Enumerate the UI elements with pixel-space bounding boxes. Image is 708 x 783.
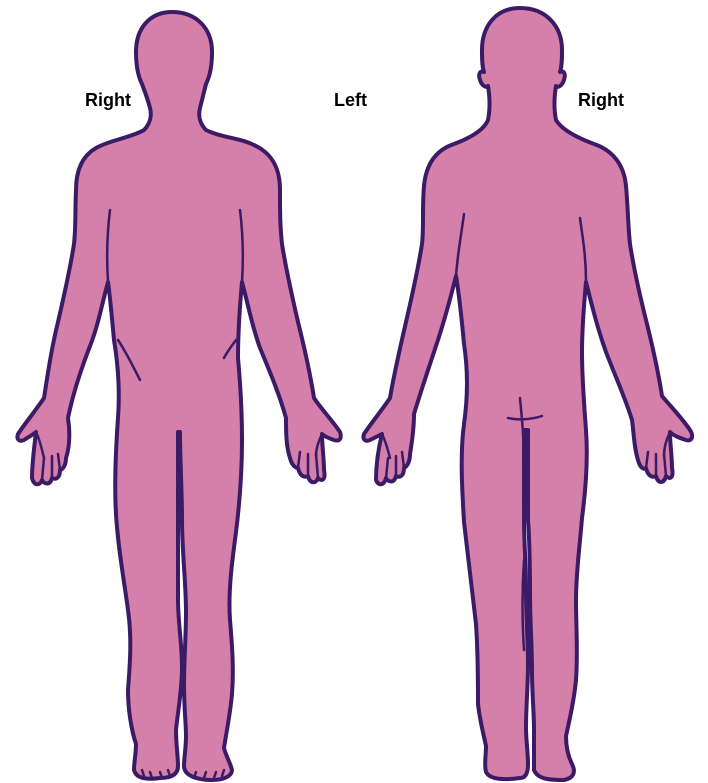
back-body-silhouette	[363, 8, 692, 780]
back-body-outline	[363, 8, 692, 780]
